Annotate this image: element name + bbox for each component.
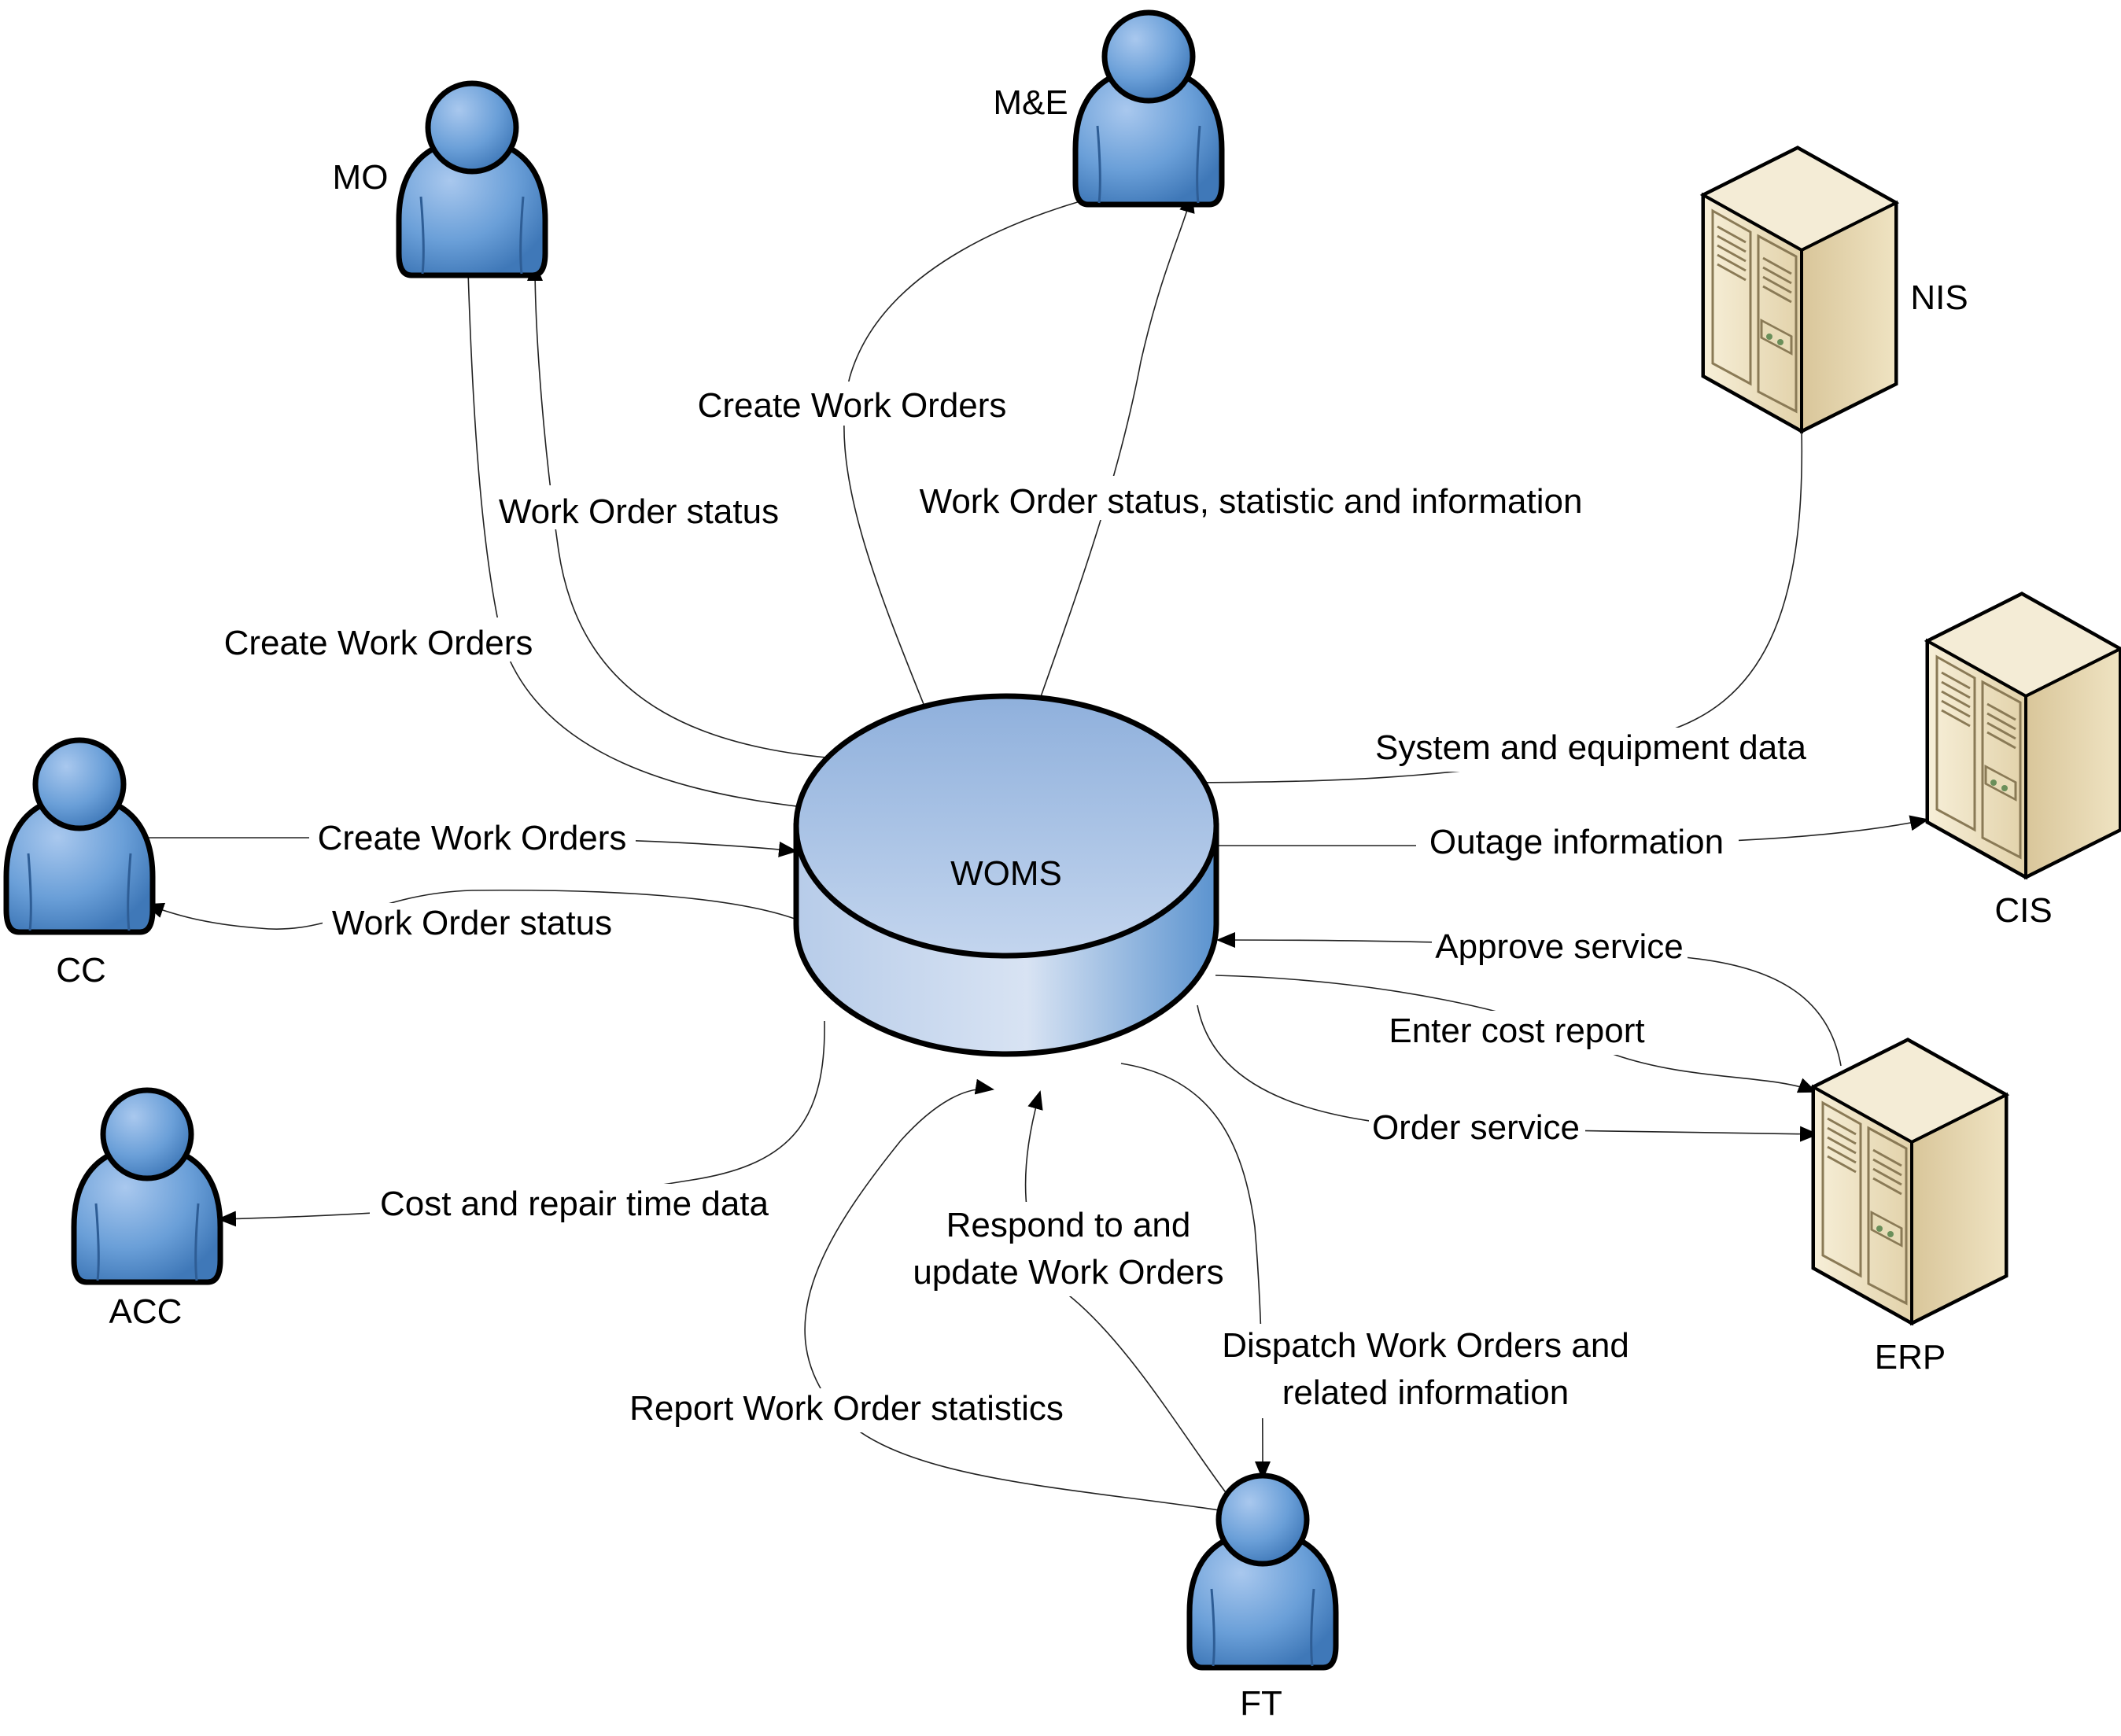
flow-me-create	[843, 188, 1130, 737]
flow-labels: Create Work Orders Work Order status, st…	[216, 381, 1817, 1432]
actor-ft[interactable]: FT	[1190, 1476, 1336, 1723]
label-cc-create: Create Work Orders	[318, 819, 627, 857]
woms-label: WOMS	[950, 854, 1062, 893]
flow-me-status	[1028, 194, 1195, 731]
actor-ft-label: FT	[1240, 1684, 1282, 1723]
actor-me[interactable]: M&E	[993, 13, 1222, 205]
label-me-status: Work Order status, statistic and informa…	[920, 482, 1583, 521]
label-erp-order: Order service	[1372, 1108, 1580, 1147]
label-ft-dispatch-1: Dispatch Work Orders and	[1222, 1326, 1629, 1365]
woms-database[interactable]: WOMS	[793, 693, 1219, 1057]
label-ft-report: Report Work Order statistics	[629, 1389, 1064, 1428]
actor-mo[interactable]: MO	[333, 83, 545, 275]
label-cc-status: Work Order status	[332, 904, 612, 942]
label-mo-status: Work Order status	[499, 492, 779, 531]
label-ft-respond-2: update Work Orders	[913, 1253, 1223, 1292]
system-erp[interactable]: ERP	[1813, 1040, 2006, 1377]
label-cis-outage: Outage information	[1429, 823, 1724, 861]
system-erp-label: ERP	[1875, 1338, 1946, 1377]
label-erp-approve: Approve service	[1435, 927, 1683, 966]
system-nis[interactable]: NIS	[1703, 148, 1968, 431]
label-acc-cost: Cost and repair time data	[380, 1185, 769, 1223]
system-cis-label: CIS	[1994, 891, 2052, 930]
actor-mo-label: MO	[333, 158, 389, 197]
label-mo-create: Create Work Orders	[224, 624, 533, 662]
actor-cc[interactable]: CC	[6, 740, 153, 990]
actor-acc-label: ACC	[109, 1292, 183, 1331]
system-cis[interactable]: CIS	[1927, 594, 2120, 930]
label-ft-respond-1: Respond to and	[946, 1206, 1191, 1244]
label-erp-cost: Enter cost report	[1389, 1012, 1644, 1050]
label-ft-dispatch-2: related information	[1282, 1373, 1569, 1412]
flow-mo-create	[467, 271, 820, 815]
system-nis-label: NIS	[1910, 278, 1968, 317]
label-me-create: Create Work Orders	[698, 386, 1007, 425]
flow-ft-report	[804, 1078, 1220, 1511]
actor-acc[interactable]: ACC	[74, 1090, 220, 1331]
flow-cc-status	[145, 889, 795, 930]
label-nis-data: System and equipment data	[1375, 728, 1806, 767]
actor-cc-label: CC	[56, 951, 106, 990]
actor-me-label: M&E	[993, 83, 1068, 122]
flow-mo-status	[527, 262, 886, 762]
